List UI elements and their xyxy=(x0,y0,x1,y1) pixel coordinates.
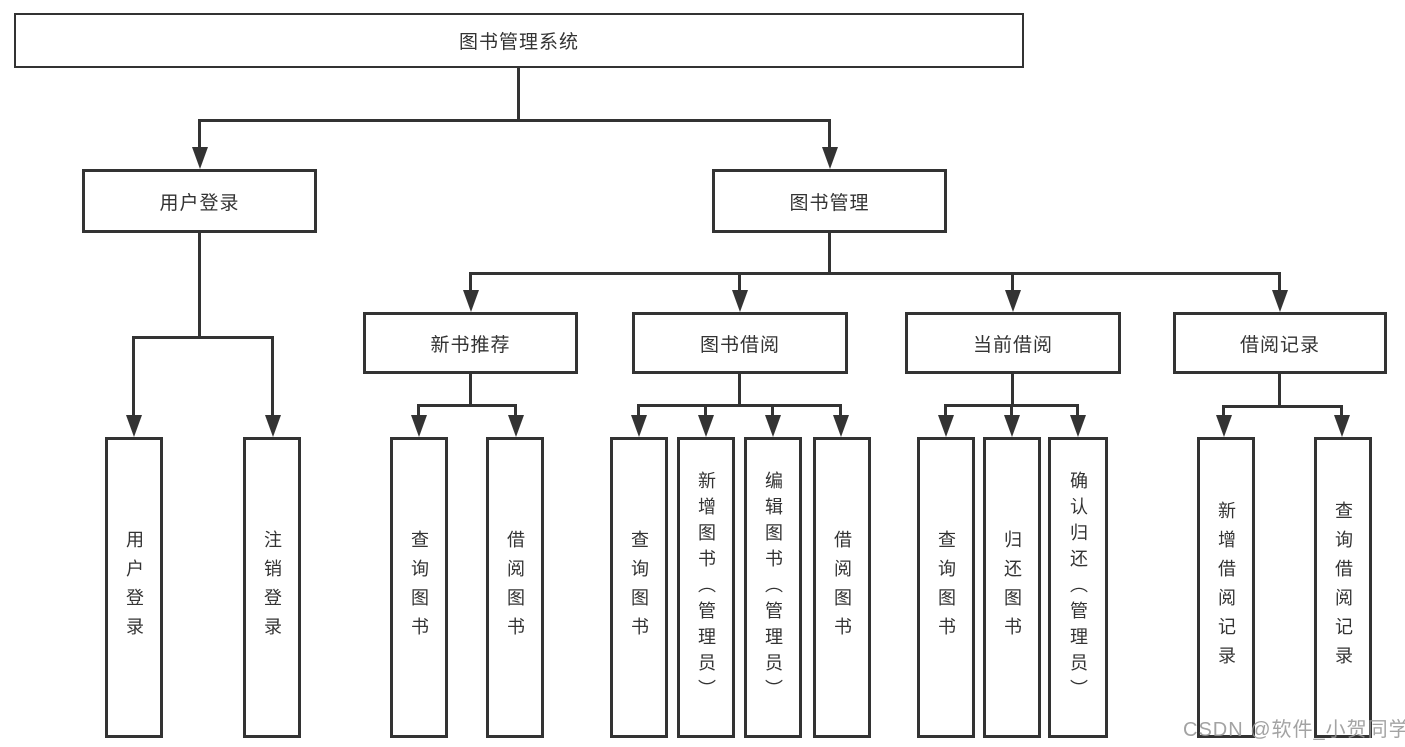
leaf-label: 新增借阅记录 xyxy=(1216,500,1236,675)
arrow-down-icon xyxy=(1004,415,1020,437)
leaf-label: 查询图书 xyxy=(409,529,429,646)
node-root-library-system: 图书管理系统 xyxy=(14,13,1024,68)
leaf-query-borrow-record: 查询借阅记录 xyxy=(1314,437,1372,738)
connector-vline xyxy=(132,336,135,415)
arrow-down-icon xyxy=(938,415,954,437)
node-label: 用户登录 xyxy=(159,192,240,214)
leaf-add-book-admin: 新增图书（管理员） xyxy=(677,437,735,738)
leaf-recommend-query-books: 查询图书 xyxy=(390,437,448,738)
connector-vline xyxy=(944,404,947,415)
node-label: 新书推荐 xyxy=(430,334,511,356)
node-label: 当前借阅 xyxy=(972,334,1053,356)
connector-hline xyxy=(469,272,1281,275)
leaf-borrow-query-books: 查询图书 xyxy=(610,437,668,738)
connector-hline xyxy=(198,119,831,122)
leaf-label: 借阅图书 xyxy=(832,529,852,646)
connector-vline xyxy=(839,404,842,415)
leaf-label: 借阅图书 xyxy=(505,529,525,646)
leaf-label: 新增图书（管理员） xyxy=(696,470,716,705)
connector-vline xyxy=(514,404,517,415)
leaf-label: 确认归还（管理员） xyxy=(1068,470,1088,705)
leaf-add-borrow-record: 新增借阅记录 xyxy=(1197,437,1255,738)
leaf-label: 查询图书 xyxy=(936,529,956,646)
arrow-down-icon xyxy=(192,147,208,169)
connector-vline xyxy=(1278,374,1281,408)
arrow-down-icon xyxy=(698,415,714,437)
connector-vline xyxy=(1011,374,1014,407)
connector-vline xyxy=(198,232,201,339)
arrow-down-icon xyxy=(1216,415,1232,437)
connector-vline xyxy=(738,272,741,290)
leaf-label: 查询借阅记录 xyxy=(1333,500,1353,675)
leaf-label: 查询图书 xyxy=(629,529,649,646)
leaf-label: 注销登录 xyxy=(262,529,282,646)
connector-vline xyxy=(828,232,831,275)
connector-vline xyxy=(637,404,640,415)
leaf-user-login: 用户登录 xyxy=(105,437,163,738)
arrow-down-icon xyxy=(126,415,142,437)
connector-vline xyxy=(469,374,472,407)
leaf-label: 编辑图书（管理员） xyxy=(763,470,783,705)
connector-vline xyxy=(1222,405,1225,415)
arrow-down-icon xyxy=(765,415,781,437)
arrow-down-icon xyxy=(631,415,647,437)
leaf-recommend-borrow-books: 借阅图书 xyxy=(486,437,544,738)
node-label: 图书借阅 xyxy=(699,334,780,356)
connector-vline xyxy=(517,67,520,122)
arrow-down-icon xyxy=(411,415,427,437)
connector-hline xyxy=(417,404,517,407)
node-label: 图书管理 xyxy=(789,192,870,214)
connector-vline xyxy=(738,374,741,407)
connector-hline xyxy=(1222,405,1343,408)
connector-vline xyxy=(704,404,707,415)
arrow-down-icon xyxy=(732,290,748,312)
node-label: 图书管理系统 xyxy=(458,32,579,53)
leaf-edit-book-admin: 编辑图书（管理员） xyxy=(744,437,802,738)
connector-vline xyxy=(771,404,774,415)
arrow-down-icon xyxy=(265,415,281,437)
leaf-confirm-return-admin: 确认归还（管理员） xyxy=(1048,437,1108,738)
leaf-current-query-books: 查询图书 xyxy=(917,437,975,738)
leaf-borrow-borrow-books: 借阅图书 xyxy=(813,437,871,738)
connector-vline xyxy=(1278,272,1281,290)
arrow-down-icon xyxy=(1334,415,1350,437)
arrow-down-icon xyxy=(833,415,849,437)
arrow-down-icon xyxy=(822,147,838,169)
leaf-label: 归还图书 xyxy=(1002,529,1022,646)
arrow-down-icon xyxy=(1272,290,1288,312)
connector-vline xyxy=(1010,404,1013,415)
leaf-logout: 注销登录 xyxy=(243,437,301,738)
connector-vline xyxy=(271,336,274,415)
arrow-down-icon xyxy=(1070,415,1086,437)
connector-vline xyxy=(198,119,201,147)
node-book-management: 图书管理 xyxy=(712,169,947,233)
node-label: 借阅记录 xyxy=(1239,334,1320,356)
connector-vline xyxy=(469,272,472,290)
node-borrow-records: 借阅记录 xyxy=(1173,312,1387,374)
leaf-return-book: 归还图书 xyxy=(983,437,1041,738)
connector-vline xyxy=(1011,272,1014,290)
node-current-borrow: 当前借阅 xyxy=(905,312,1121,374)
arrow-down-icon xyxy=(463,290,479,312)
connector-vline xyxy=(417,404,420,415)
node-book-borrow: 图书借阅 xyxy=(632,312,848,374)
connector-vline xyxy=(1340,405,1343,415)
node-user-login: 用户登录 xyxy=(82,169,317,233)
node-new-book-recommend: 新书推荐 xyxy=(363,312,578,374)
connector-vline xyxy=(1076,404,1079,415)
leaf-label: 用户登录 xyxy=(124,529,144,646)
arrow-down-icon xyxy=(508,415,524,437)
arrow-down-icon xyxy=(1005,290,1021,312)
csdn-watermark: CSDN @软件_小贺同学 xyxy=(1183,719,1405,741)
connector-hline xyxy=(132,336,274,339)
connector-vline xyxy=(828,119,831,147)
connector-hline xyxy=(637,404,842,407)
